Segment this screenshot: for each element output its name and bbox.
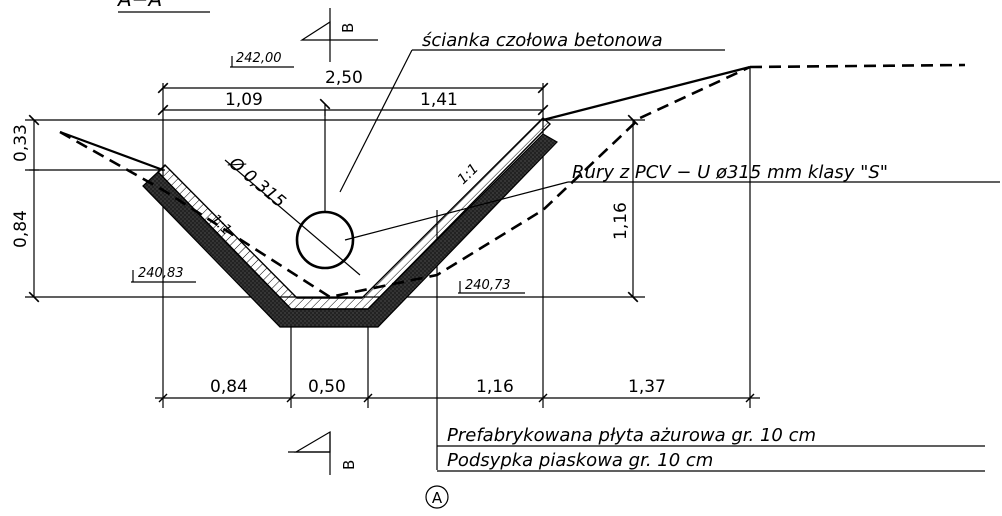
ground-lines <box>59 63 966 299</box>
headwall-note: ścianka czołowa betonowa <box>339 30 725 193</box>
level-left-bottom-text: 240,83 <box>138 266 184 281</box>
detail-marker-text: A <box>432 489 443 507</box>
section-marker-bottom: B <box>288 430 358 475</box>
dim-bottom-mid: 0,50 <box>308 377 346 397</box>
section-label: A−A <box>116 0 210 13</box>
dim-left-top: 1,09 <box>225 90 263 110</box>
detail-marker: A <box>425 485 449 509</box>
dim-left-height-lower: 0,84 <box>11 210 31 248</box>
section-marker-top: B <box>299 8 378 62</box>
dim-left-height-upper: 0,33 <box>11 124 31 162</box>
concrete-slab-layer <box>157 117 552 310</box>
dimension-top: 2,50 1,09 1,41 <box>157 68 549 116</box>
pipe-note-text: Rury z PCV − U ø315 mm klasy "S" <box>572 162 888 183</box>
dimension-bottom: 0,84 0,50 1,16 1,37 <box>155 377 760 398</box>
bedding-note-text: Podsypka piaskowa gr. 10 cm <box>447 450 713 471</box>
dim-right-height: 1,16 <box>611 202 631 240</box>
dim-bottom-right: 1,16 <box>476 377 514 397</box>
section-marker-bottom-text: B <box>340 460 358 470</box>
layer-notes: Prefabrykowana płyta ażurowa gr. 10 cm P… <box>437 425 985 472</box>
pipe-note: Rury z PCV − U ø315 mm klasy "S" <box>344 162 1000 241</box>
level-right-bottom: 240,73 <box>458 278 525 294</box>
level-right-bottom-text: 240,73 <box>465 278 511 293</box>
dimension-left: 0,33 0,84 <box>11 114 40 303</box>
pipe-diameter: Ø 0,315 <box>224 153 289 212</box>
headwall-note-text: ścianka czołowa betonowa <box>422 30 663 51</box>
reference-lines <box>25 67 751 470</box>
dim-right-top: 1,41 <box>420 90 458 110</box>
dim-total-width: 2,50 <box>325 68 363 88</box>
section-marker-top-text: B <box>339 23 357 33</box>
level-top-text: 242,00 <box>236 51 282 66</box>
dim-bottom-far: 1,37 <box>628 377 666 397</box>
dimension-right: 1,16 <box>611 114 639 303</box>
slab-note-text: Prefabrykowana płyta ażurowa gr. 10 cm <box>447 425 816 446</box>
section-label-text: A−A <box>116 0 162 11</box>
level-top: 242,00 <box>230 51 294 68</box>
dim-bottom-left: 0,84 <box>210 377 248 397</box>
